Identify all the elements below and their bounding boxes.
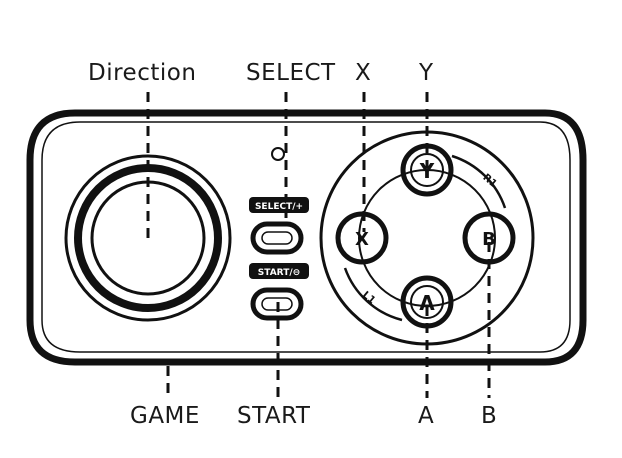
start-label-box (249, 263, 309, 279)
l1-arc (343, 267, 403, 322)
x-label: X (355, 60, 372, 86)
led-indicator (271, 147, 285, 161)
r1-arc (451, 154, 507, 209)
select-label: SELECT (246, 60, 336, 86)
start-button[interactable] (250, 287, 304, 321)
start-label-text: START/⊖ (258, 268, 300, 278)
start-label: START (237, 403, 311, 429)
select-label-text: SELECT/+ (255, 202, 303, 212)
controller-body-inner (41, 121, 571, 353)
select-button[interactable] (250, 221, 304, 255)
b-label: B (481, 403, 498, 429)
select-label-box (249, 197, 309, 213)
controller-body (26, 109, 587, 366)
y-label: Y (419, 60, 434, 86)
game-label: GAME (130, 403, 200, 429)
y-button-glyph: Y (419, 159, 435, 183)
a-label: A (418, 403, 435, 429)
b-button-glyph: B (482, 229, 496, 250)
l1-label: L1 (360, 290, 377, 307)
x-button[interactable] (335, 211, 389, 265)
leader-lines (146, 92, 491, 398)
direction-label: Direction (88, 60, 197, 86)
a-button-glyph: A (419, 291, 435, 315)
x-button-glyph: X (355, 229, 369, 250)
